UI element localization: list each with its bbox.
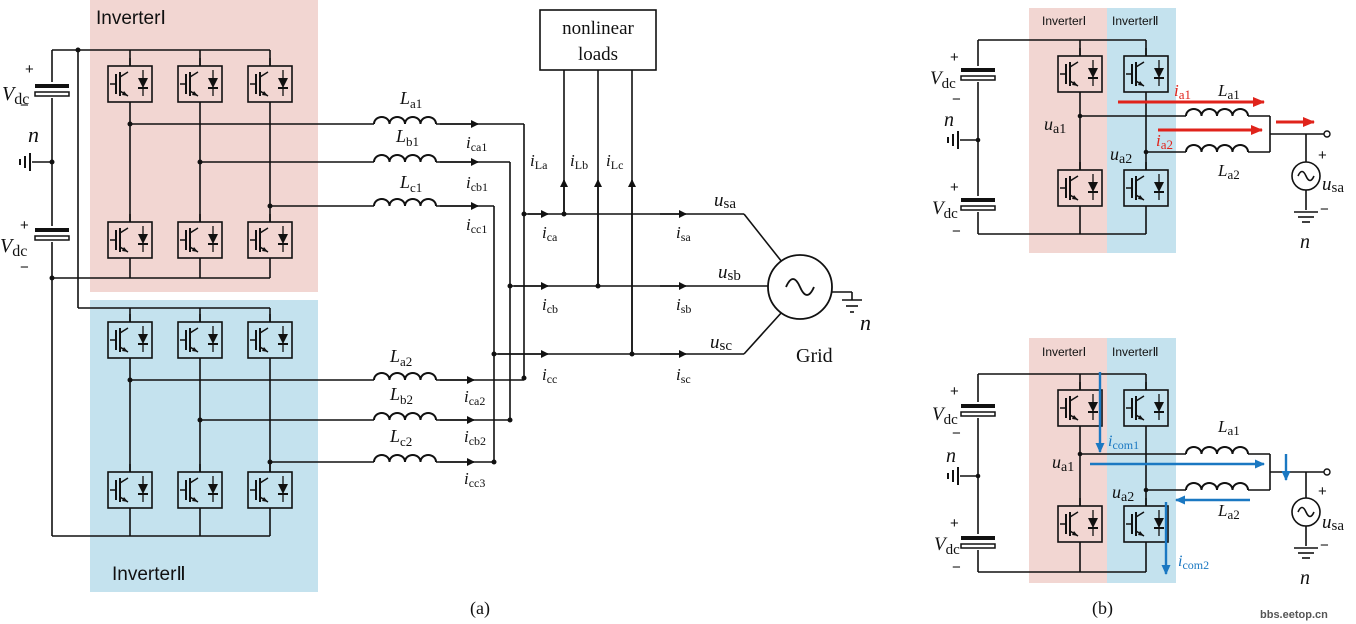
inverter2-label-top: InverterⅡ [1112,14,1159,28]
inverter1-label-bottom: InverterⅠ [1042,345,1086,359]
ia2-label-top: ia2 [1156,131,1173,152]
svg-text:+: + [1318,147,1327,164]
ia1-label-top: ia1 [1174,81,1191,102]
svg-text:−: − [1320,537,1329,554]
current-icb-label: icb [542,295,558,316]
svg-text:+: + [1318,483,1327,500]
panel-a: InverterⅠ InverterⅡ + − + − Vdc Vdc n [0,0,871,619]
voltage-usb-label: usb [718,262,741,284]
vdc2-label-top: Vdc [932,198,958,222]
inverter1-bridge [129,50,271,278]
svg-text:+: + [950,179,959,196]
ground-label-top: n [1300,231,1310,253]
neutral-label-top: n [944,109,954,131]
current-isa-label: isa [676,223,691,244]
inductor-lc2-label: Lc2 [389,426,412,449]
inverter1-region-top [1029,8,1107,253]
icom2-label: icom2 [1178,553,1209,572]
ua1-label-bottom: ua1 [1052,452,1074,475]
caption-b: (b) [1092,598,1113,619]
current-ila-label: iLa [530,151,548,172]
neutral-ground-icon [19,152,31,172]
svg-text:+: + [950,49,959,66]
current-ica2-label: ica2 [464,387,485,408]
grid-source [767,254,862,320]
svg-text:−: − [952,91,961,108]
current-icc3-label: icc3 [464,469,485,490]
voltage-usc-label: usc [710,332,732,354]
inductor-lb1-label: Lb1 [395,126,419,149]
inductor-la1-label: La1 [399,88,422,111]
inverter2-label-bottom: InverterⅡ [1112,345,1159,359]
svg-text:−: − [20,97,29,114]
grid-label: Grid [796,345,833,367]
neutral-label-bottom: n [946,445,956,467]
voltage-usa-label: usa [714,190,736,212]
current-ilc-label: iLc [606,151,623,172]
usa-label-top: usa [1322,174,1344,196]
dc-capacitor-bottom [34,227,70,241]
ground-label-bottom: n [1300,567,1310,589]
loads-label-line2: loads [578,44,618,65]
inverter2-label: InverterⅡ [112,564,186,585]
ua2-label-bottom: ua2 [1112,482,1134,505]
current-isc-label: isc [676,365,691,386]
current-icb1-label: icb1 [466,173,488,194]
nonlinear-loads-box [539,9,657,71]
current-ica-label: ica [542,223,558,244]
la2-label-top: La2 [1217,161,1240,182]
svg-text:−: − [952,559,961,576]
current-isb-label: isb [676,295,691,316]
svg-text:+: + [950,383,959,400]
inverter2-region [90,300,318,592]
current-icc-label: icc [542,365,557,386]
current-ica1-label: ica1 [466,133,487,154]
inductor-la2-label: La2 [389,346,412,369]
la1-label-bottom: La1 [1217,417,1240,438]
icom1-label: icom1 [1108,433,1139,452]
panel-b-top: InverterⅠ InverterⅡ [930,8,1344,253]
loads-label-line1: nonlinear [562,18,634,39]
la1-label-top: La1 [1217,81,1240,102]
vdc2-label-bottom: Vdc [934,534,960,558]
svg-text:−: − [952,425,961,442]
grid-neutral-label: n [860,310,871,335]
panel-b-bottom: InverterⅠ InverterⅡ [932,338,1344,589]
la2-label-bottom: La2 [1217,501,1240,522]
svg-text:−: − [952,223,961,240]
ua2-label-top: ua2 [1110,144,1132,167]
current-icc1-label: icc1 [466,215,487,236]
ua1-label-top: ua1 [1044,114,1066,137]
inverter1-label: InverterⅠ [96,8,166,29]
current-ilb-label: iLb [570,151,588,172]
dc-link [32,49,270,537]
vdc-bottom-label: Vdc [0,235,27,260]
usa-label-bottom: usa [1322,512,1344,534]
vdc1-label-top: Vdc [930,68,956,92]
inductor-lc1-label: Lc1 [399,172,422,195]
vdc1-label-bottom: Vdc [932,404,958,428]
svg-text:−: − [1320,201,1329,218]
svg-text:+: + [25,61,34,78]
inductor-lb2-label: Lb2 [389,384,413,407]
watermark: bbs.eetop.cn [1260,609,1328,621]
neutral-label: n [28,122,39,147]
svg-text:+: + [950,515,959,532]
svg-text:+: + [20,217,29,234]
current-icb2-label: icb2 [464,427,486,448]
dc-capacitor-top [34,83,70,97]
svg-text:−: − [20,259,29,276]
vdc-top-label: Vdc [2,83,29,108]
inverter1-label-top: InverterⅠ [1042,14,1086,28]
grid-bus [494,70,783,358]
caption-a: (a) [470,598,490,619]
circulating-current-arrows [1090,372,1291,575]
